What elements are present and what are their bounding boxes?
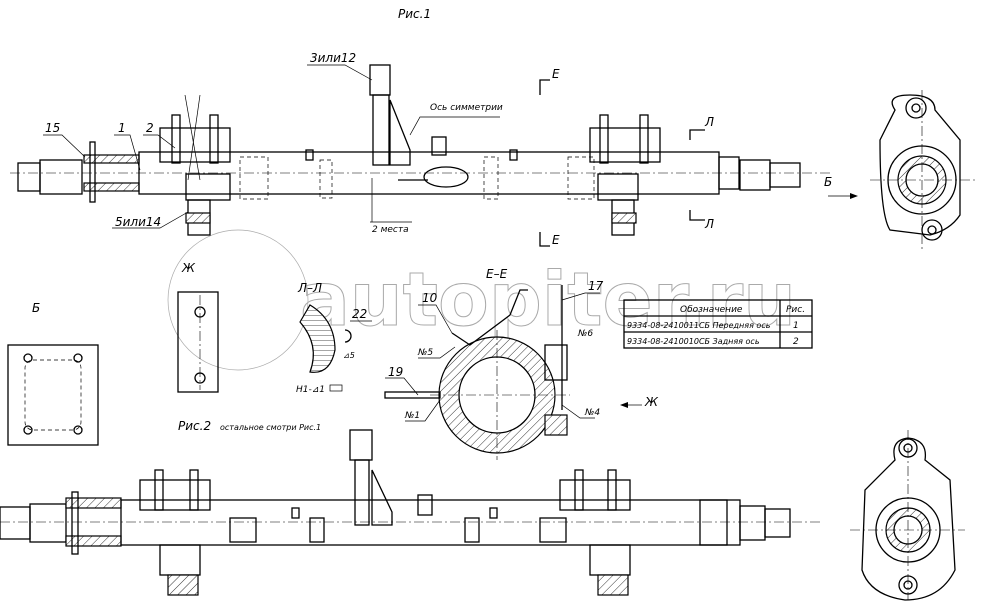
callout-2-places: 2 места	[372, 225, 409, 235]
section-l-bottom: Л	[704, 217, 714, 231]
table-header-figure: Рис.	[786, 305, 805, 315]
detail-view-b: Б	[7, 301, 99, 446]
section-l-top: Л	[704, 115, 714, 129]
figure-2-rear-axle: Рис.2 остальное смотри Рис.1	[0, 419, 820, 596]
view-b-arrow-label: Б	[824, 175, 832, 189]
callout-1: 1	[118, 121, 126, 135]
callout-5or14: 5или14	[115, 215, 161, 229]
figure-1-front-axle: Рис.1	[10, 7, 858, 247]
mark-n5: №5	[417, 348, 433, 358]
view-b-label: Б	[32, 301, 40, 315]
table-cell: 2	[793, 337, 799, 347]
hub-side-view-2	[850, 430, 965, 601]
view-zh-label: Ж	[181, 261, 196, 275]
table-cell: 9334-08-2410010СБ Задняя ось	[627, 337, 760, 346]
callout-2: 2	[146, 121, 154, 135]
section-e-bottom: Е	[552, 233, 560, 247]
hub-side-view-1	[870, 90, 975, 250]
designation-table: Обозначение Рис. 9334-08-2410011СБ Перед…	[623, 299, 813, 349]
callout-22: 22	[352, 307, 367, 321]
mark-n6: №6	[577, 329, 593, 339]
figure-2-title: Рис.2	[178, 419, 211, 433]
table-cell: 1	[793, 321, 799, 331]
table-header-designation: Обозначение	[680, 305, 743, 315]
table-cell: 9334-08-2410011СБ Передняя ось	[627, 321, 771, 330]
section-e-e: Е–Е 10 17 №6 №5 19 №1 №4 Ж	[384, 267, 659, 460]
mark-n4: №4	[584, 408, 600, 418]
figure-1-title: Рис.1	[398, 7, 431, 21]
callout-15: 15	[45, 121, 60, 135]
weld-size: ⊿5	[343, 351, 355, 360]
section-ll-title: Л–Л	[297, 281, 322, 295]
section-ee-title: Е–Е	[486, 267, 508, 281]
section-l-l: Л–Л 22 ⊿5 Н1-⊿1	[296, 281, 372, 395]
view-zh-arrow-label: Ж	[644, 395, 659, 409]
section-e-top: Е	[552, 67, 560, 81]
weld-note: Н1-⊿1	[296, 385, 325, 395]
callout-17: 17	[588, 279, 604, 293]
callout-symmetry-axis: Ось симметрии	[430, 103, 503, 113]
callout-10: 10	[422, 291, 438, 305]
figure-2-note: остальное смотри Рис.1	[220, 423, 321, 432]
mark-n1: №1	[404, 411, 420, 421]
callout-19: 19	[388, 365, 403, 379]
callout-3or12: 3или12	[310, 51, 356, 65]
detail-view-zh: Ж	[177, 261, 219, 393]
